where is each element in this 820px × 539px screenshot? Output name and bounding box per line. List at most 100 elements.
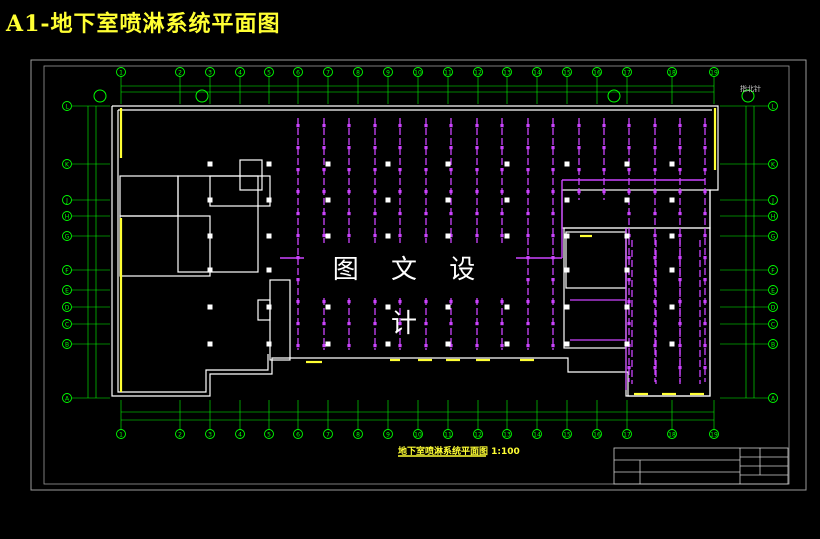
north-arrow-symbol bbox=[607, 89, 621, 103]
sprinkler-head bbox=[551, 190, 555, 194]
svg-text:D: D bbox=[65, 305, 70, 312]
sprinkler-head bbox=[500, 190, 504, 194]
sprinkler-head bbox=[627, 322, 631, 326]
sprinkler-head bbox=[653, 322, 657, 326]
sprinkler-head bbox=[296, 234, 300, 238]
sprinkler-head bbox=[627, 190, 631, 194]
svg-text:13: 13 bbox=[503, 432, 511, 439]
axis-bubble-top: 10 bbox=[413, 67, 423, 77]
sprinkler-head bbox=[627, 146, 631, 150]
svg-text:14: 14 bbox=[533, 70, 541, 77]
axis-bubble-right: H bbox=[768, 211, 778, 221]
axis-bubble-bottom: 2 bbox=[175, 429, 185, 439]
watermark-box bbox=[304, 243, 516, 297]
sprinkler-head bbox=[398, 322, 402, 326]
column bbox=[266, 267, 272, 273]
axis-bubble-right: L bbox=[768, 101, 778, 111]
axis-bubble-bottom: 11 bbox=[443, 429, 453, 439]
sprinkler-head bbox=[347, 322, 351, 326]
axis-bubble-bottom: 16 bbox=[592, 429, 602, 439]
svg-text:F: F bbox=[771, 268, 775, 275]
axis-bubble-top: 8 bbox=[353, 67, 363, 77]
sprinkler-head bbox=[424, 234, 428, 238]
column bbox=[669, 161, 675, 167]
svg-text:13: 13 bbox=[503, 70, 511, 77]
svg-text:7: 7 bbox=[326, 70, 330, 77]
sprinkler-head bbox=[347, 234, 351, 238]
sprinkler-head bbox=[398, 146, 402, 150]
column bbox=[266, 341, 272, 347]
sprinkler-head bbox=[449, 168, 453, 172]
yellow-wall-markers bbox=[119, 108, 717, 396]
axis-bubble-right: F bbox=[768, 265, 778, 275]
sprinkler-head bbox=[322, 322, 326, 326]
sprinkler-head bbox=[627, 300, 631, 304]
axis-bubble-bottom: 12 bbox=[473, 429, 483, 439]
column bbox=[564, 341, 570, 347]
sprinkler-head bbox=[449, 146, 453, 150]
axis-bubble-right: A bbox=[768, 393, 778, 403]
sprinkler-head bbox=[602, 168, 606, 172]
sprinkler-head bbox=[373, 322, 377, 326]
sprinkler-head bbox=[475, 322, 479, 326]
sprinkler-head bbox=[602, 124, 606, 128]
sprinkler-head bbox=[398, 234, 402, 238]
north-arrow-symbol bbox=[741, 89, 755, 103]
sprinkler-head bbox=[449, 190, 453, 194]
sprinkler-head bbox=[627, 124, 631, 128]
sprinkler-head bbox=[653, 190, 657, 194]
axis-bubble-top: 16 bbox=[592, 67, 602, 77]
sprinkler-head bbox=[373, 190, 377, 194]
sprinkler-head bbox=[373, 212, 377, 216]
sprinkler-head bbox=[526, 278, 530, 282]
axis-bubble-top: 15 bbox=[562, 67, 572, 77]
sprinkler-head bbox=[703, 168, 707, 172]
axis-grid: 1122334455667788991010111112121313141415… bbox=[62, 67, 778, 439]
svg-text:2: 2 bbox=[178, 70, 182, 77]
building-walls bbox=[111, 105, 719, 397]
sprinkler-head bbox=[526, 300, 530, 304]
column bbox=[385, 161, 391, 167]
column bbox=[266, 304, 272, 310]
column bbox=[385, 197, 391, 203]
sprinkler-head bbox=[296, 146, 300, 150]
sprinkler-head bbox=[627, 168, 631, 172]
column bbox=[624, 233, 630, 239]
sprinkler-head bbox=[602, 190, 606, 194]
sprinkler-head bbox=[551, 300, 555, 304]
sprinkler-head bbox=[296, 124, 300, 128]
sprinkler-head bbox=[424, 212, 428, 216]
axis-bubble-top: 1 bbox=[116, 67, 126, 77]
sprinkler-head bbox=[500, 212, 504, 216]
svg-text:9: 9 bbox=[386, 432, 390, 439]
sprinkler-head bbox=[398, 168, 402, 172]
column bbox=[325, 341, 331, 347]
sprinkler-head bbox=[347, 300, 351, 304]
sprinkler-head bbox=[500, 300, 504, 304]
sprinkler-head bbox=[551, 234, 555, 238]
axis-bubble-bottom: 17 bbox=[622, 429, 632, 439]
svg-text:3: 3 bbox=[208, 70, 212, 77]
sprinkler-head bbox=[449, 322, 453, 326]
axis-bubble-left: F bbox=[62, 265, 72, 275]
sprinkler-head bbox=[678, 124, 682, 128]
axis-bubble-bottom: 4 bbox=[235, 429, 245, 439]
svg-text:8: 8 bbox=[356, 70, 360, 77]
sprinkler-head bbox=[703, 212, 707, 216]
sprinkler-head bbox=[449, 124, 453, 128]
axis-bubble-left: G bbox=[62, 231, 72, 241]
column bbox=[325, 197, 331, 203]
sprinkler-head bbox=[322, 168, 326, 172]
sprinkler-head bbox=[653, 146, 657, 150]
column bbox=[207, 304, 213, 310]
svg-text:5: 5 bbox=[267, 432, 271, 439]
sprinkler-head bbox=[398, 124, 402, 128]
axis-bubble-right: D bbox=[768, 302, 778, 312]
column bbox=[504, 197, 510, 203]
axis-bubble-bottom: 3 bbox=[205, 429, 215, 439]
svg-text:16: 16 bbox=[593, 70, 601, 77]
sprinkler-head bbox=[347, 190, 351, 194]
north-label: 指北针 bbox=[740, 85, 761, 93]
svg-text:10: 10 bbox=[414, 432, 422, 439]
axis-bubble-bottom: 14 bbox=[532, 429, 542, 439]
